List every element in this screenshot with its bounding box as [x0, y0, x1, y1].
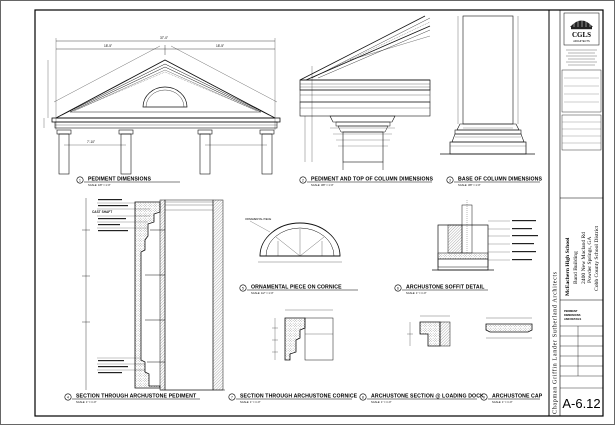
project-address-1: 2400 New Macland Rd	[581, 232, 587, 284]
detail-5-number: 5	[242, 286, 244, 290]
project-owner: Cobb County School District	[594, 225, 600, 291]
detail-3-scale: SCALE: 3/8" = 1'-0"	[458, 183, 481, 187]
dim-column-spacing: 7'-10"	[87, 140, 95, 144]
detail-4-number: 4	[67, 395, 69, 399]
dim-half-left: 18'-5"	[104, 44, 112, 48]
firm-name: Chapman Griffin Lander Sutherland Archit…	[552, 271, 559, 414]
detail-pediment-dimensions	[43, 38, 281, 175]
detail-cornice	[272, 309, 334, 361]
revision-block	[561, 114, 602, 151]
firm-info-lines	[566, 49, 597, 66]
detail-5-scale: SCALE: 1/2" = 1'-0"	[251, 291, 274, 295]
detail-1-dimension-text: 37'-0" 18'-5" 18'-5" 7'-10"	[87, 36, 224, 144]
detail-4-notes: CAST SHAFT	[92, 199, 128, 374]
sheet-title-line-1: PEDIMENT	[564, 309, 578, 313]
seal-lines	[564, 77, 599, 103]
detail-6-number: 6	[397, 286, 399, 290]
seal-area	[561, 69, 602, 113]
detail-2-scale: SCALE: 3/8" = 1'-0"	[311, 183, 334, 187]
detail-8-number: 8	[362, 395, 364, 399]
detail-6-notes	[512, 220, 538, 261]
sheet-inner-border	[34, 9, 604, 417]
project-block: McEachern High School Band Building 2400…	[560, 197, 603, 301]
project-name: McEachern High School	[565, 237, 571, 296]
detail-ornamental-piece	[249, 220, 342, 263]
detail-base-of-column	[440, 15, 535, 155]
dim-half-right: 18'-5"	[216, 44, 224, 48]
detail-3-number: 3	[449, 178, 451, 182]
detail-3-title: BASE OF COLUMN DIMENSIONS	[458, 177, 543, 183]
detail-8-scale: SCALE: 1" = 1'-0"	[371, 400, 392, 404]
detail-1-title: PEDIMENT DIMENSIONS	[88, 177, 151, 183]
detail-6-scale: SCALE: 1" = 1'-0"	[406, 291, 427, 295]
dim-overall: 37'-0"	[160, 36, 168, 40]
detail-1-number: 1	[79, 178, 81, 182]
logo-text: CGLS	[572, 31, 591, 39]
detail-titles: 1 PEDIMENT DIMENSIONS SCALE: 1/8" = 1'-0…	[64, 177, 543, 404]
detail-5-title: ORNAMENTAL PIECE ON CORNICE	[251, 285, 342, 291]
sheet-info-grid	[560, 325, 603, 389]
detail-section-pediment	[82, 198, 225, 391]
project-address-2: Powder Springs, GA	[587, 237, 593, 283]
project-subtitle: Band Building	[573, 251, 579, 284]
detail-7-number: 7	[231, 395, 233, 399]
detail-9-number: 9	[483, 395, 485, 399]
detail-4-title: SECTION THROUGH ARCHUSTONE PEDIMENT	[76, 394, 197, 400]
detail-1-scale: SCALE: 1/8" = 1'-0"	[88, 183, 111, 187]
detail-6-title: ARCHUSTONE SOFFIT DETAIL	[406, 285, 485, 291]
detail-9-title: ARCHUSTONE CAP	[492, 394, 543, 400]
sheet-title: PEDIMENT DIMENSIONS AND DETAILS	[564, 309, 582, 321]
detail-8-title: ARCHUSTONE SECTION @ LOADING DOCK	[371, 394, 484, 400]
detail-loading-dock	[407, 315, 451, 347]
detail-4-scale: SCALE: 1" = 1'-0"	[76, 400, 97, 404]
sheet-title-line-2: DIMENSIONS	[564, 313, 581, 317]
sheet-title-line-3: AND DETAILS	[564, 317, 582, 321]
title-block: Chapman Griffin Lander Sutherland Archit…	[548, 10, 603, 416]
detail-7-scale: SCALE: 1" = 1'-0"	[240, 400, 261, 404]
logo-subtext: ARCHITECTS	[573, 39, 590, 43]
detail-7-title: SECTION THROUGH ARCHUSTONE CORNICE	[240, 394, 358, 400]
detail-cap	[485, 317, 533, 339]
detail-soffit	[432, 200, 510, 271]
callout-cast-shaft: CAST SHAFT	[92, 210, 112, 214]
detail-9-scale: SCALE: 1" = 1'-0"	[492, 400, 513, 404]
firm-logo: CGLS ARCHITECTS	[563, 12, 600, 46]
detail-2-number: 2	[302, 178, 304, 182]
detail-2-title: PEDIMENT AND TOP OF COLUMN DIMENSIONS	[311, 177, 433, 183]
detail-top-of-column	[299, 15, 431, 170]
callout-ornament: ORNAMENTAL PIECE	[245, 217, 271, 221]
sheet-number: A-6.12	[562, 396, 600, 411]
